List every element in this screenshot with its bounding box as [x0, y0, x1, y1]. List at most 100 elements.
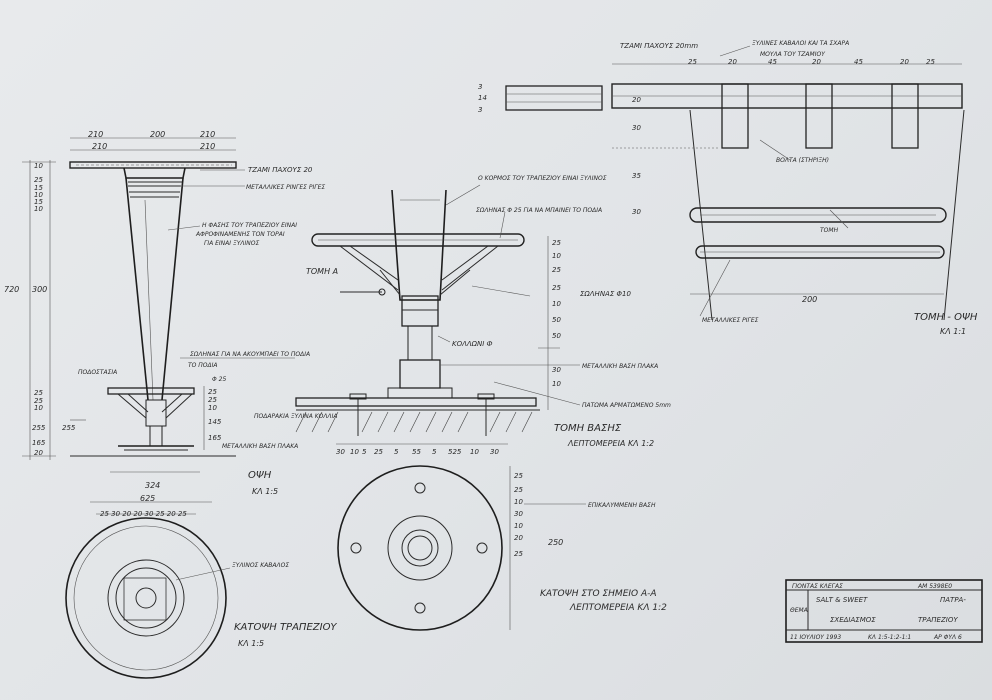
- dim-base-3: 10: [208, 404, 217, 412]
- dim-st-1: 25: [688, 58, 697, 66]
- dim-left-3: 15: [34, 184, 43, 192]
- label-plan-note: ΞΥΛΙΝΟΣ ΚΑΒΑΛΟΣ: [232, 562, 289, 569]
- tb-theme-2: ΠΑΤΡΑ-: [940, 596, 966, 604]
- label-base-section: ΤΟΜΗ ΒΑΣΗΣ: [554, 423, 622, 434]
- dim-top-2: 200: [150, 130, 165, 139]
- dim-detail-5: 10: [552, 300, 561, 308]
- dim-dh-10: 30: [490, 448, 499, 456]
- tb-theme-label: ΘΕΜΑ: [790, 607, 808, 614]
- dim-top2-2: 210: [200, 142, 215, 151]
- label-plan-scale: ΚΛ 1:5: [238, 639, 264, 648]
- dim-bottom-w2: 625: [140, 494, 155, 503]
- dim-top-1: 210: [88, 130, 103, 139]
- label-base-detail: ΛΕΠΤΟΜΕΡΕΙΑ ΚΛ 1:2: [567, 439, 654, 448]
- dim-plan-top: 25 30 20 20 30 25 20 25: [100, 510, 187, 518]
- label-metal-base-plate: ΜΕΤΑΛΛΙΚΗ ΒΑΣΗ ΠΛΑΚΑ: [582, 363, 658, 370]
- note-base-3: ΓΙΑ ΕΙΝΑΙ ΞΥΛΙΝΟΣ: [204, 240, 259, 247]
- label-wood-joints: ΞΥΛΙΝΕΣ ΚΑΒΑΛΟΙ ΚΑΙ ΤΑ ΣΧΑΡΑ: [752, 40, 849, 47]
- label-tube-10: ΣΩΛΗΝΑΣ Φ10: [580, 290, 631, 298]
- label-sect-title: ΤΟΜΗ - ΟΨΗ: [914, 312, 978, 323]
- label-wood-body: Ο ΚΟΡΜΟΣ ΤΟΥ ΤΡΑΠΕΖΙΟΥ ΕΙΝΑΙ ΞΥΛΙΝΟΣ: [478, 175, 607, 182]
- label-phi-25: Φ 25: [212, 376, 226, 383]
- dim-detail-9: 10: [552, 380, 561, 388]
- dim-left-6: 10: [34, 205, 43, 213]
- dim-st-4: 20: [812, 58, 821, 66]
- label-rod: ΣΩΛΗΝΑΣ Φ 25 ΓΙΑ ΝΑ ΜΠΑΙΝΕΙ ΤΟ ΠΟΔΙΑ: [476, 207, 602, 214]
- top-section: 3 14 3 ΤΖΑΜΙ ΠΑΧΟΥΣ 20mm 25 20 45 20 45 …: [478, 40, 978, 336]
- label-footrest: ΠΟΔΟΣΤΑΣΙΑ: [78, 369, 117, 376]
- dim-left-1: 10: [34, 162, 43, 170]
- table-plan: 25 30 20 20 30 25 20 25 ΞΥΛΙΝΟΣ ΚΑΒΑΛΟΣ …: [65, 510, 337, 679]
- label-plan-table: ΚΑΤΟΨΗ ΤΡΑΠΕΖΙΟΥ: [234, 622, 337, 633]
- dim-sect-200: 200: [802, 295, 817, 304]
- dim-dh-8: 525: [448, 448, 462, 456]
- dim-pr-2: 25: [514, 486, 523, 494]
- label-glass-top: ΤΖΑΜΙ ΠΑΧΟΥΣ 20: [248, 166, 313, 174]
- tb-scale: ΚΛ 1:5-1:2-1:1: [868, 634, 911, 641]
- title-block: ΓΙΟΝΤΑΣ ΚΛΕΓΑΣ ΑΜ 5398Ε0 ΘΕΜΑ SALT & SWE…: [785, 579, 983, 643]
- dim-left-4: 10: [34, 191, 43, 199]
- dim-left-13: 20: [34, 449, 43, 457]
- dim-detail-1: 25: [552, 239, 561, 247]
- label-metal-rings: ΜΕΤΑΛΛΙΚΕΣ ΡΙΝΓΕΣ ΡΙΓΕΣ: [246, 184, 325, 191]
- dim-dh-5: 5: [394, 448, 399, 456]
- dim-bottom-w: 324: [145, 481, 160, 490]
- dim-pr-1: 25: [514, 472, 523, 480]
- dim-detail-7: 50: [552, 332, 561, 340]
- dim-sl2-3: 35: [632, 172, 641, 180]
- tb-student: ΓΙΟΝΤΑΣ ΚΛΕΓΑΣ: [792, 583, 843, 590]
- table-elevation: 210 200 210 210 210 10 25 15 10: [4, 130, 337, 503]
- label-footrest-tube: ΣΩΛΗΝΑΣ ΓΙΑ ΝΑ ΑΚΟΥΜΠΑΕΙ ΤΟ ΠΟΔΙΑ: [190, 351, 310, 358]
- dim-pr-250: 250: [548, 538, 563, 547]
- dim-sl-3: 3: [478, 106, 482, 114]
- dim-detail-3: 25: [552, 266, 561, 274]
- plan-aa: 25 25 10 30 10 20 25 250 ΕΠΙΚΑΛΥΜΜΕΝΗ ΒΑ…: [337, 465, 667, 631]
- dim-st-5: 45: [854, 58, 863, 66]
- dim-left-7: 300: [32, 285, 47, 294]
- dim-sl-2: 14: [478, 94, 487, 102]
- dim-left-8: 25: [34, 389, 43, 397]
- dim-dh-1: 30: [336, 448, 345, 456]
- tb-theme-4: ΤΡΑΠΕΖΙΟΥ: [918, 616, 958, 624]
- label-elevation: ΟΨΗ: [248, 470, 272, 481]
- note-base-1: Η ΦΑΣΗΣ ΤΟΥ ΤΡΑΠΕΖΙΟΥ ΕΙΝΑΙ: [202, 222, 297, 229]
- dim-detail-4: 25: [552, 284, 561, 292]
- label-plan-aa-detail: ΛΕΠΤΟΜΕΡΕΙΑ ΚΛ 1:2: [569, 603, 667, 613]
- dim-pr-4: 30: [514, 510, 523, 518]
- base-section-detail: 25 10 25 25 10 50 50 30 10 30 10 5 25 5 …: [295, 175, 671, 456]
- label-plan-aa: ΚΑΤΟΨΗ ΣΤΟ ΣΗΜΕΙΟ Α-Α: [540, 589, 657, 599]
- label-floor: ΠΑΤΩΜΑ ΑΡΜΑΤΩΜΕΝΟ 5mm: [582, 402, 671, 409]
- dim-st-7: 25: [926, 58, 935, 66]
- dim-detail-8: 30: [552, 366, 561, 374]
- dim-top2-1: 210: [92, 142, 107, 151]
- dim-pr-7: 25: [514, 550, 523, 558]
- dim-dh-7: 5: [432, 448, 437, 456]
- label-section-a: ΤΟΜΗ Α: [306, 267, 338, 276]
- dim-pr-5: 10: [514, 522, 523, 530]
- label-wood-under: ΜΟΥΛΑ ΤΟΥ ΤΖΑΜΙΟΥ: [760, 51, 826, 58]
- label-sect-scale: ΚΛ 1:1: [940, 327, 966, 336]
- label-reinforced-base: ΕΠΙΚΑΛΥΜΜΕΝΗ ΒΑΣΗ: [588, 502, 656, 509]
- label-pods: ΠΟΔΑΡΑΚΙΑ ΞΥΛΙΝΑ ΚΟΛΛΙΑ: [254, 413, 337, 420]
- dim-sl2-4: 30: [632, 208, 641, 216]
- dim-left-2: 25: [34, 176, 43, 184]
- tb-year: ΑΜ 5398Ε0: [917, 583, 952, 590]
- dim-255-left: 255: [62, 424, 76, 432]
- tb-theme-3: ΣΧΕΔΙΑΣΜΟΣ: [830, 616, 876, 624]
- dim-st-3: 45: [768, 58, 777, 66]
- dim-sl2-1: 20: [632, 96, 641, 104]
- dim-sl-1: 3: [478, 83, 482, 91]
- dim-pr-3: 10: [514, 498, 523, 506]
- tb-sheet: ΑΡ ΦΥΛ 6: [933, 634, 962, 641]
- dim-sl2-2: 30: [632, 124, 641, 132]
- dim-base-4: 145: [208, 418, 222, 426]
- label-tube: ΤΟΜΗ: [820, 227, 839, 234]
- tb-date: 11 ΙΟΥΛΙΟΥ 1993: [790, 634, 841, 641]
- label-metal-strip: ΜΕΤΑΛΛΙΚΕΣ ΡΙΓΕΣ: [702, 317, 759, 324]
- dim-left-12: 165: [32, 439, 46, 447]
- dim-base-2: 25: [208, 396, 217, 404]
- dim-st-6: 20: [900, 58, 909, 66]
- dim-top-3: 210: [200, 130, 215, 139]
